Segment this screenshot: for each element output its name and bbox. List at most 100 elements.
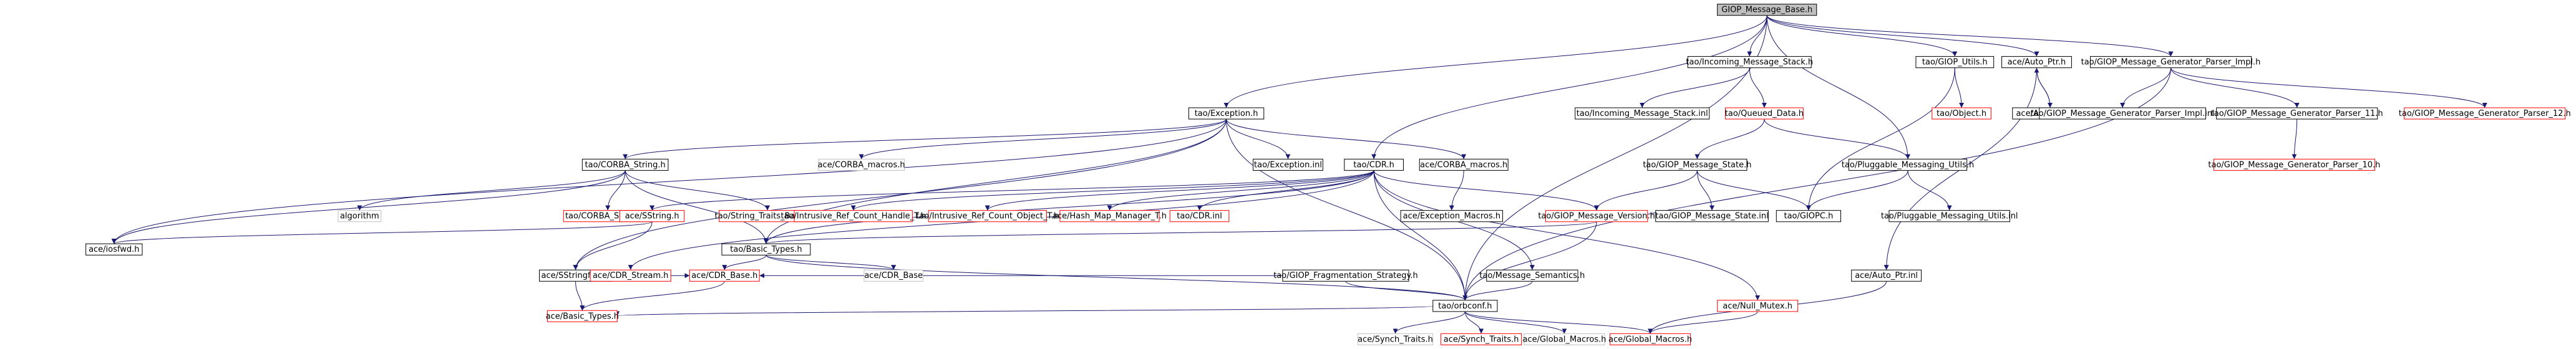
include-edge — [573, 119, 1227, 270]
node-box — [2001, 56, 2072, 69]
include-edge — [2170, 67, 2487, 108]
node-label: tao/Message_Semantics.h — [1479, 271, 1585, 280]
include-edge — [1954, 67, 1965, 108]
file-node[interactable]: tao/CDR.inl — [1169, 210, 1230, 222]
file-node[interactable]: ace/Hash_Map_Manager_T.h — [1052, 210, 1167, 222]
include-edge — [1223, 15, 1767, 108]
node-box — [1776, 210, 1842, 222]
file-node[interactable]: tao/GIOP_Message_Generator_Parser_10.h — [2208, 158, 2380, 171]
file-node[interactable]: tao/Intrusive_Ref_Count_Object_T.h — [916, 210, 1059, 222]
file-node[interactable]: tao/GIOP_Message_Generator_Parser_Impl.h — [2081, 56, 2261, 69]
include-edge — [1694, 119, 1765, 160]
file-node[interactable]: tao/Incoming_Message_Stack.h — [1686, 56, 1813, 69]
file-node[interactable]: tao/GIOPC.h — [1776, 210, 1842, 222]
include-edge — [573, 221, 653, 270]
include-edge — [2170, 67, 2300, 108]
include-edge — [1747, 15, 1767, 57]
file-node[interactable]: ace/Auto_Ptr.inl — [1851, 269, 1922, 282]
node-box — [1848, 158, 1968, 171]
file-node[interactable]: ace/CORBA_macros.h — [818, 158, 905, 171]
file-node[interactable]: tao/Intrusive_Ref_Count_Handle_T.h — [780, 210, 926, 222]
file-node[interactable]: ace/Global_Macros.h — [1608, 333, 1692, 345]
file-node[interactable]: algorithm — [338, 210, 382, 222]
node-box — [85, 243, 143, 256]
file-node[interactable]: tao/Message_Semantics.h — [1479, 269, 1585, 282]
file-node[interactable]: tao/CORBA_String.h — [581, 158, 669, 171]
node-label: ace/Global_Macros.h — [1523, 335, 1606, 344]
file-node[interactable]: tao/GIOP_Message_Version.h — [1538, 210, 1655, 222]
include-edge — [1464, 311, 1484, 334]
file-node[interactable]: tao/Basic_Types.h — [721, 243, 811, 256]
node-box — [1432, 300, 1498, 312]
file-node[interactable]: ace/CDR_Base — [863, 269, 924, 282]
include-edge — [649, 170, 1374, 211]
node-box — [1524, 333, 1605, 345]
file-node[interactable]: ace/Global_Macros.h — [1523, 333, 1606, 345]
node-box — [1687, 56, 1812, 69]
file-node[interactable]: tao/Exception.inl — [1253, 158, 1323, 171]
include-edge — [1462, 67, 2172, 300]
node-label: ace/iosfwd.h — [89, 245, 139, 254]
node-label: tao/GIOP_Message_Generator_Parser_11.h — [2211, 109, 2383, 118]
include-edge — [1696, 170, 1811, 211]
file-node[interactable]: ace/SString.h — [620, 210, 685, 222]
include-edge — [605, 170, 626, 211]
node-label: GIOP_Message_Base.h — [1721, 6, 1812, 15]
file-node[interactable]: ace/Synch_Traits.h — [1441, 333, 1522, 345]
file-node[interactable]: ace/Auto_Ptr.h — [2001, 56, 2072, 69]
file-node[interactable]: ace/CDR_Stream.h — [590, 269, 671, 282]
node-box — [2404, 107, 2566, 120]
node-label: tao/GIOP_Message_Generator_Parser_10.h — [2208, 160, 2380, 170]
node-label: tao/GIOP_Message_State.inl — [1655, 212, 1768, 221]
file-node[interactable]: ace/iosfwd.h — [85, 243, 143, 256]
file-node[interactable]: tao/Pluggable_Messaging_Utils.inl — [1881, 210, 2018, 222]
file-node[interactable]: ace/Null_Mutex.h — [1717, 300, 1799, 312]
file-node[interactable]: ace/Synch_Traits.h — [1357, 333, 1434, 345]
node-box — [1486, 269, 1578, 282]
include-edge — [625, 170, 770, 211]
node-label: ace/CDR_Base.h — [691, 271, 757, 280]
file-node[interactable]: tao/Incoming_Message_Stack.inl — [1575, 107, 1710, 120]
file-node[interactable]: tao/GIOP_Message_Generator_Parser_Impl.i… — [2031, 107, 2215, 120]
node-label: tao/GIOP_Message_State.h — [1643, 160, 1751, 170]
include-edge — [1764, 118, 1910, 160]
file-node[interactable]: tao/GIOP_Message_Generator_Parser_11.h — [2211, 107, 2383, 120]
node-box — [1357, 333, 1434, 345]
node-label: ace/CORBA_macros.h — [1420, 160, 1507, 170]
file-node[interactable]: tao/GIOP_Message_Generator_Parser_12.h — [2399, 107, 2571, 120]
node-box — [1188, 107, 1265, 120]
include-edge — [111, 119, 1227, 244]
file-node[interactable]: tao/GIOP_Fragmentation_Strategy.h — [1273, 269, 1418, 282]
file-node[interactable]: tao/String_Traits_Base_T.h — [715, 210, 820, 222]
node-box — [1851, 269, 1922, 282]
node-label: ace/CDR_Base — [864, 271, 923, 280]
node-box — [2216, 107, 2378, 120]
file-node[interactable]: ace/CDR_Base.h — [689, 269, 760, 282]
node-label: ace/CORBA_macros.h — [818, 160, 905, 170]
node-label: ace/SString.h — [625, 212, 679, 221]
file-node[interactable]: ace/Basic_Types.h — [546, 310, 619, 322]
file-node[interactable]: tao/orbconf.h — [1432, 300, 1498, 312]
node-box — [1655, 210, 1769, 222]
file-node[interactable]: tao/GIOP_Utils.h — [1915, 56, 1995, 69]
file-node[interactable]: tao/Exception.h — [1188, 107, 1265, 120]
file-node[interactable]: ace/CORBA_macros.h — [1419, 158, 1509, 171]
include-edge — [1464, 311, 1567, 334]
include-edge — [112, 221, 653, 244]
node-box — [1282, 269, 1409, 282]
node-label: tao/GIOP_Utils.h — [1922, 58, 1988, 67]
file-node[interactable]: tao/GIOP_Message_State.inl — [1655, 210, 1769, 222]
file-node[interactable]: tao/Queued_Data.h — [1725, 107, 1804, 120]
include-edge — [1226, 119, 1468, 300]
node-label: tao/Incoming_Message_Stack.h — [1686, 58, 1813, 67]
file-node[interactable]: tao/CDR.h — [1344, 158, 1404, 171]
file-node[interactable]: tao/Object.h — [1932, 107, 1991, 120]
file-node[interactable]: tao/GIOP_Message_State.h — [1643, 158, 1751, 171]
node-label: tao/Intrusive_Ref_Count_Handle_T.h — [780, 212, 925, 221]
include-edge — [984, 170, 1374, 211]
root-node[interactable]: GIOP_Message_Base.h — [1717, 4, 1817, 16]
file-node[interactable]: ace/Exception_Macros.h — [1400, 210, 1504, 222]
node-box — [1915, 56, 1995, 69]
file-node[interactable]: tao/Pluggable_Messaging_Utils.h — [1842, 158, 1974, 171]
